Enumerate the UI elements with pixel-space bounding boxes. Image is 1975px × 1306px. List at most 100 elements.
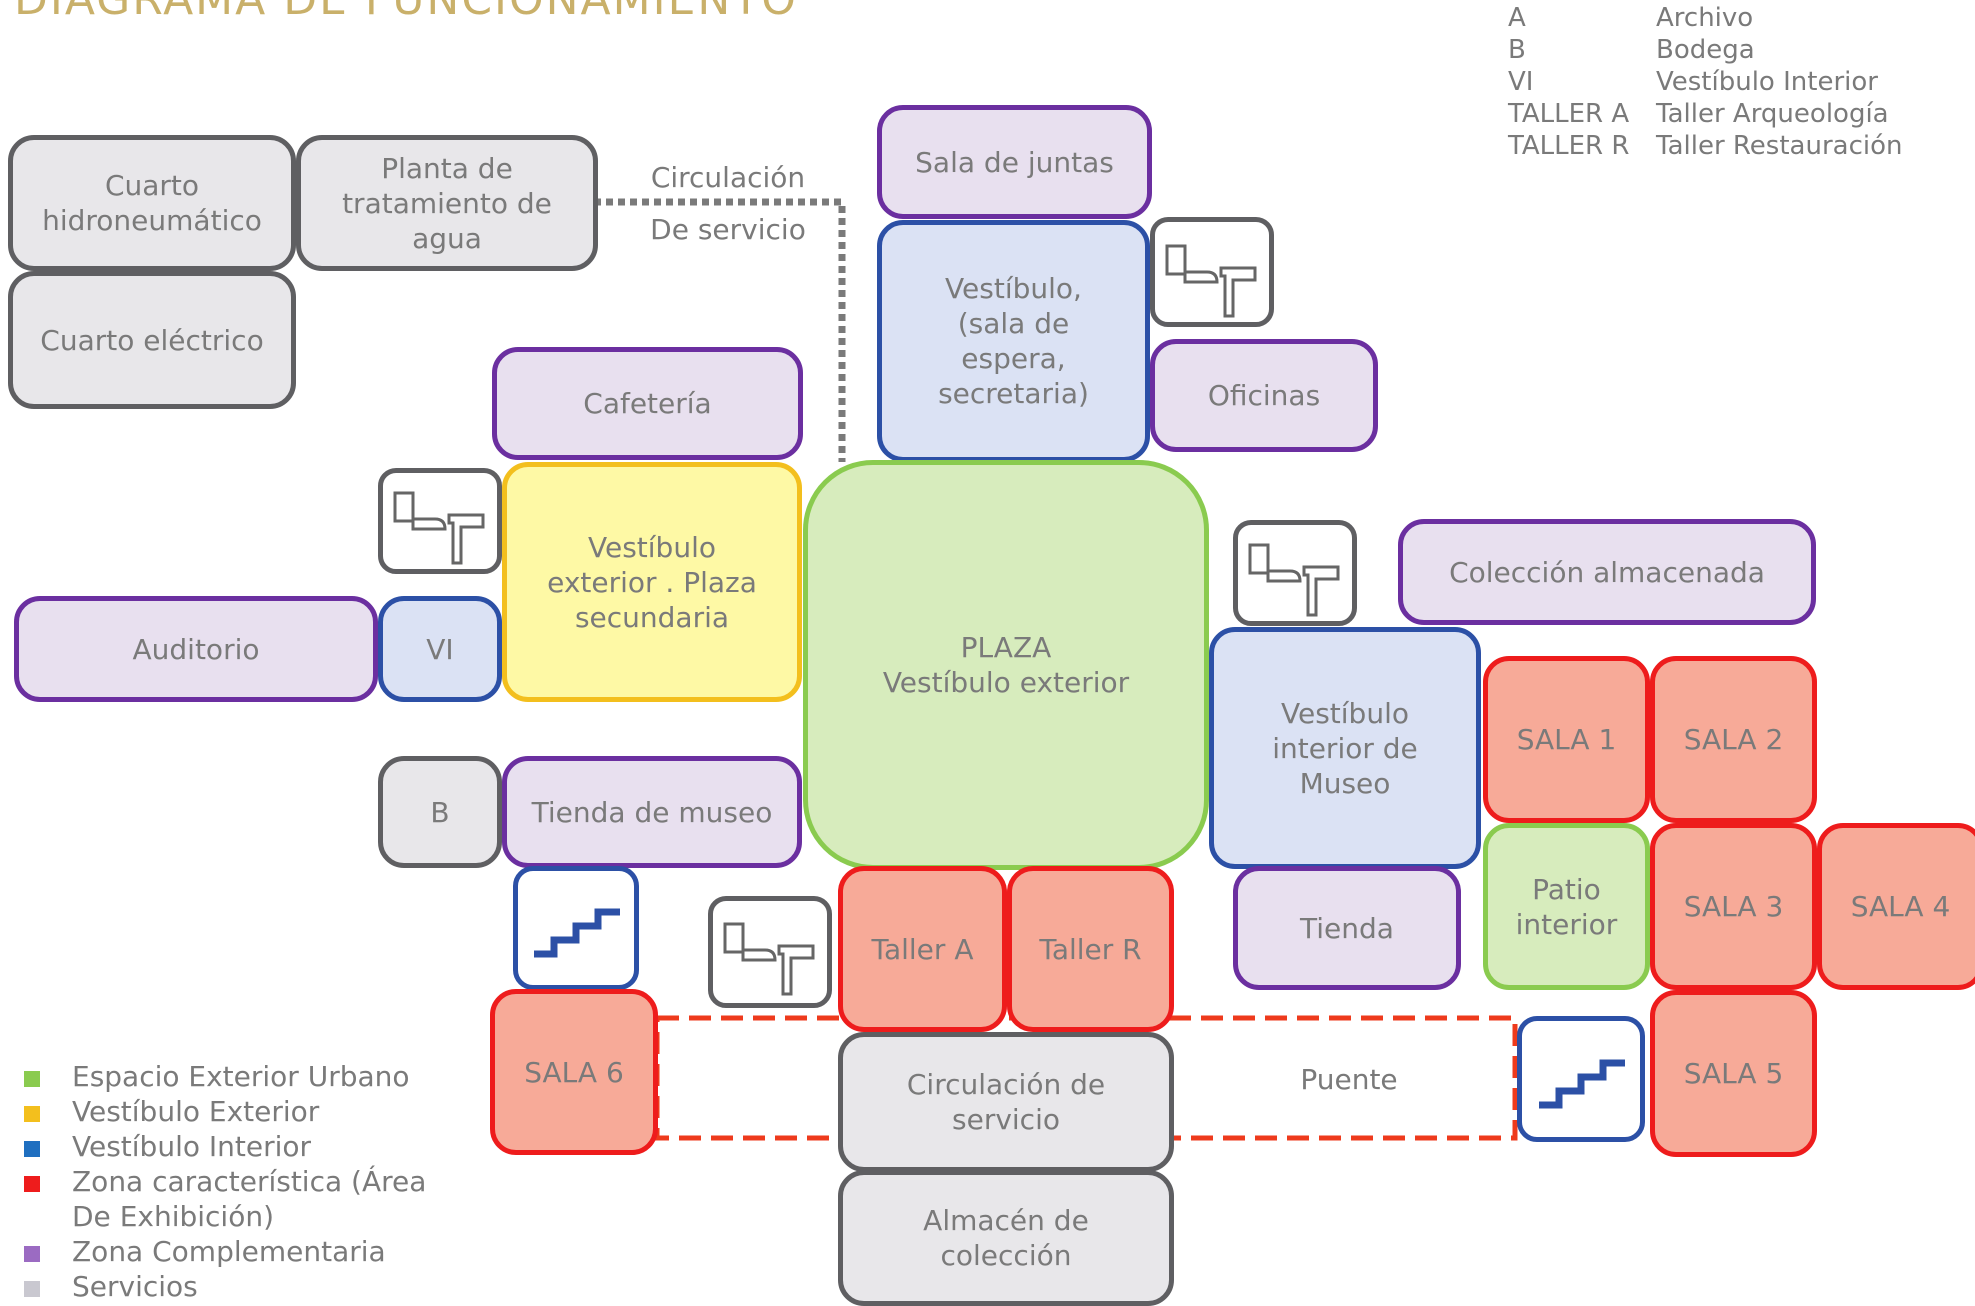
- taller-r-label: Taller R: [1039, 932, 1142, 966]
- planta-tratamiento-label: Planta de tratamiento de agua: [342, 151, 552, 255]
- abbreviation-row: TALLER A Taller Arqueología: [1508, 98, 1902, 130]
- abbreviation-row: A Archivo: [1508, 2, 1902, 34]
- stairs-icon: [1517, 1016, 1645, 1142]
- abbreviation-value: Archivo: [1656, 3, 1754, 33]
- abbreviation-key: TALLER A: [1508, 99, 1630, 129]
- legend-item: Vestíbulo Exterior: [20, 1094, 452, 1129]
- legend: Espacio Exterior Urbano Vestíbulo Exteri…: [20, 1059, 452, 1304]
- bodega-b: B: [378, 756, 502, 868]
- abbreviation-row: B Bodega: [1508, 34, 1902, 66]
- sala-1: SALA 1: [1483, 656, 1650, 823]
- coleccion-almacenada-label: Colección almacenada: [1449, 555, 1765, 589]
- legend-item: Servicios: [20, 1269, 452, 1304]
- stairs-icon: [534, 908, 620, 958]
- puente: Puente: [1224, 1054, 1474, 1106]
- oficinas: Oficinas: [1150, 339, 1378, 452]
- b-label: B: [430, 795, 450, 829]
- sala-5: SALA 5: [1650, 990, 1817, 1157]
- patio-interior: Patio interior: [1483, 823, 1650, 990]
- restroom-icon: [1165, 244, 1257, 318]
- cafeteria-label: Cafetería: [583, 387, 712, 420]
- cuarto-hidroneumatico: Cuarto hidroneumático: [8, 135, 296, 271]
- abbreviation-row: VI Vestíbulo Interior: [1508, 66, 1902, 98]
- abbreviation-key: VI: [1508, 67, 1534, 97]
- vestibulo-sala-espera: Vestíbulo, (sala de espera, secretaria): [877, 220, 1150, 462]
- plaza: PLAZA Vestíbulo exterior: [803, 460, 1209, 870]
- vestibulo-interior-museo: Vestíbulo interior de Museo: [1209, 627, 1481, 869]
- legend-swatch: [24, 1176, 40, 1192]
- taller-a: Taller A: [838, 866, 1007, 1032]
- sala-4-label: SALA 4: [1850, 890, 1951, 923]
- sala-2: SALA 2: [1650, 656, 1817, 823]
- circulacion-servicio-caption-text: Circulación De servicio: [650, 161, 806, 246]
- circulacion-servicio-label: Circulación de servicio: [906, 1068, 1106, 1136]
- taller-r: Taller R: [1007, 866, 1174, 1032]
- planta-tratamiento: Planta de tratamiento de agua: [296, 135, 598, 271]
- vestibulo-sala-espera-label: Vestíbulo, (sala de espera, secretaria): [938, 272, 1089, 410]
- vestibulo-exterior-plaza: Vestíbulo exterior . Plaza secundaria: [502, 462, 802, 702]
- sala-3-label: SALA 3: [1683, 890, 1784, 923]
- legend-item: Zona Complementaria: [20, 1234, 452, 1269]
- legend-item: Zona característica (Área De Exhibición): [20, 1164, 452, 1234]
- tienda-museo-label: Tienda de museo: [531, 795, 773, 829]
- almacen-coleccion-label: Almacén de colección: [923, 1204, 1089, 1272]
- sala-6-label: SALA 6: [524, 1055, 624, 1089]
- abbreviation-key: A: [1508, 3, 1526, 33]
- sala-1-label: SALA 1: [1516, 723, 1617, 756]
- cuarto-electrico: Cuarto eléctrico: [8, 271, 296, 409]
- plaza-label: PLAZA Vestíbulo exterior: [882, 631, 1130, 699]
- sala-5-label: SALA 5: [1683, 1057, 1784, 1090]
- restroom-icon: [723, 922, 815, 996]
- abbreviation-value: Taller Arqueología: [1656, 99, 1889, 129]
- sala-4: SALA 4: [1817, 823, 1975, 990]
- legend-swatch: [24, 1071, 40, 1087]
- legend-label: Servicios: [72, 1270, 198, 1303]
- abbreviation-value: Bodega: [1656, 35, 1755, 65]
- stairs-icon: [1539, 1059, 1625, 1109]
- legend-swatch: [24, 1106, 40, 1122]
- restroom-icon: [393, 491, 485, 565]
- legend-label: Vestíbulo Exterior: [72, 1095, 320, 1128]
- cafeteria: Cafetería: [492, 347, 803, 460]
- restroom-icon: [1248, 543, 1340, 617]
- circulacion-servicio: Circulación de servicio: [838, 1032, 1174, 1172]
- restroom-icon: [1233, 520, 1357, 626]
- sala-3: SALA 3: [1650, 823, 1817, 990]
- restroom-icon: [378, 468, 502, 574]
- sala-juntas: Sala de juntas: [877, 105, 1152, 219]
- patio-interior-label: Patio interior: [1515, 872, 1618, 941]
- restroom-icon: [708, 896, 832, 1008]
- coleccion-almacenada: Colección almacenada: [1398, 519, 1816, 625]
- abbreviation-value: Vestíbulo Interior: [1656, 67, 1878, 97]
- legend-label: Zona característica (Área De Exhibición): [72, 1165, 427, 1233]
- legend-item: Espacio Exterior Urbano: [20, 1059, 452, 1094]
- almacen-coleccion: Almacén de colección: [838, 1170, 1174, 1306]
- legend-swatch: [24, 1281, 40, 1297]
- restroom-icon: [1150, 217, 1274, 327]
- legend-swatch: [24, 1141, 40, 1157]
- tienda-label: Tienda: [1300, 911, 1394, 945]
- cuarto-electrico-label: Cuarto eléctrico: [40, 323, 264, 357]
- cuarto-hidroneumatico-label: Cuarto hidroneumático: [42, 169, 262, 237]
- legend-swatch: [24, 1246, 40, 1262]
- vestibulo-exterior-plaza-label: Vestíbulo exterior . Plaza secundaria: [547, 530, 757, 634]
- stairs-icon: [513, 866, 639, 990]
- oficinas-label: Oficinas: [1207, 379, 1321, 412]
- auditorio-label: Auditorio: [132, 632, 260, 666]
- auditorio: Auditorio: [14, 596, 378, 702]
- legend-label: Zona Complementaria: [72, 1235, 386, 1268]
- circulacion-servicio-caption: Circulación De servicio: [618, 152, 838, 256]
- sala-6: SALA 6: [490, 989, 658, 1155]
- legend-label: Espacio Exterior Urbano: [72, 1060, 410, 1093]
- legend-label: Vestíbulo Interior: [72, 1130, 312, 1163]
- sala-2-label: SALA 2: [1683, 723, 1784, 756]
- tienda: Tienda: [1233, 866, 1461, 990]
- diagram-title: DIAGRAMA DE FUNCIONAMIENTO: [14, 0, 798, 25]
- abbreviation-list: A Archivo B Bodega VI Vestíbulo Interior TA…: [1508, 2, 1902, 162]
- abbreviation-key: B: [1508, 35, 1526, 65]
- taller-a-label: Taller A: [871, 932, 974, 966]
- puente-label: Puente: [1300, 1063, 1398, 1096]
- tienda-museo: Tienda de museo: [502, 756, 802, 868]
- abbreviation-key: TALLER R: [1508, 131, 1630, 161]
